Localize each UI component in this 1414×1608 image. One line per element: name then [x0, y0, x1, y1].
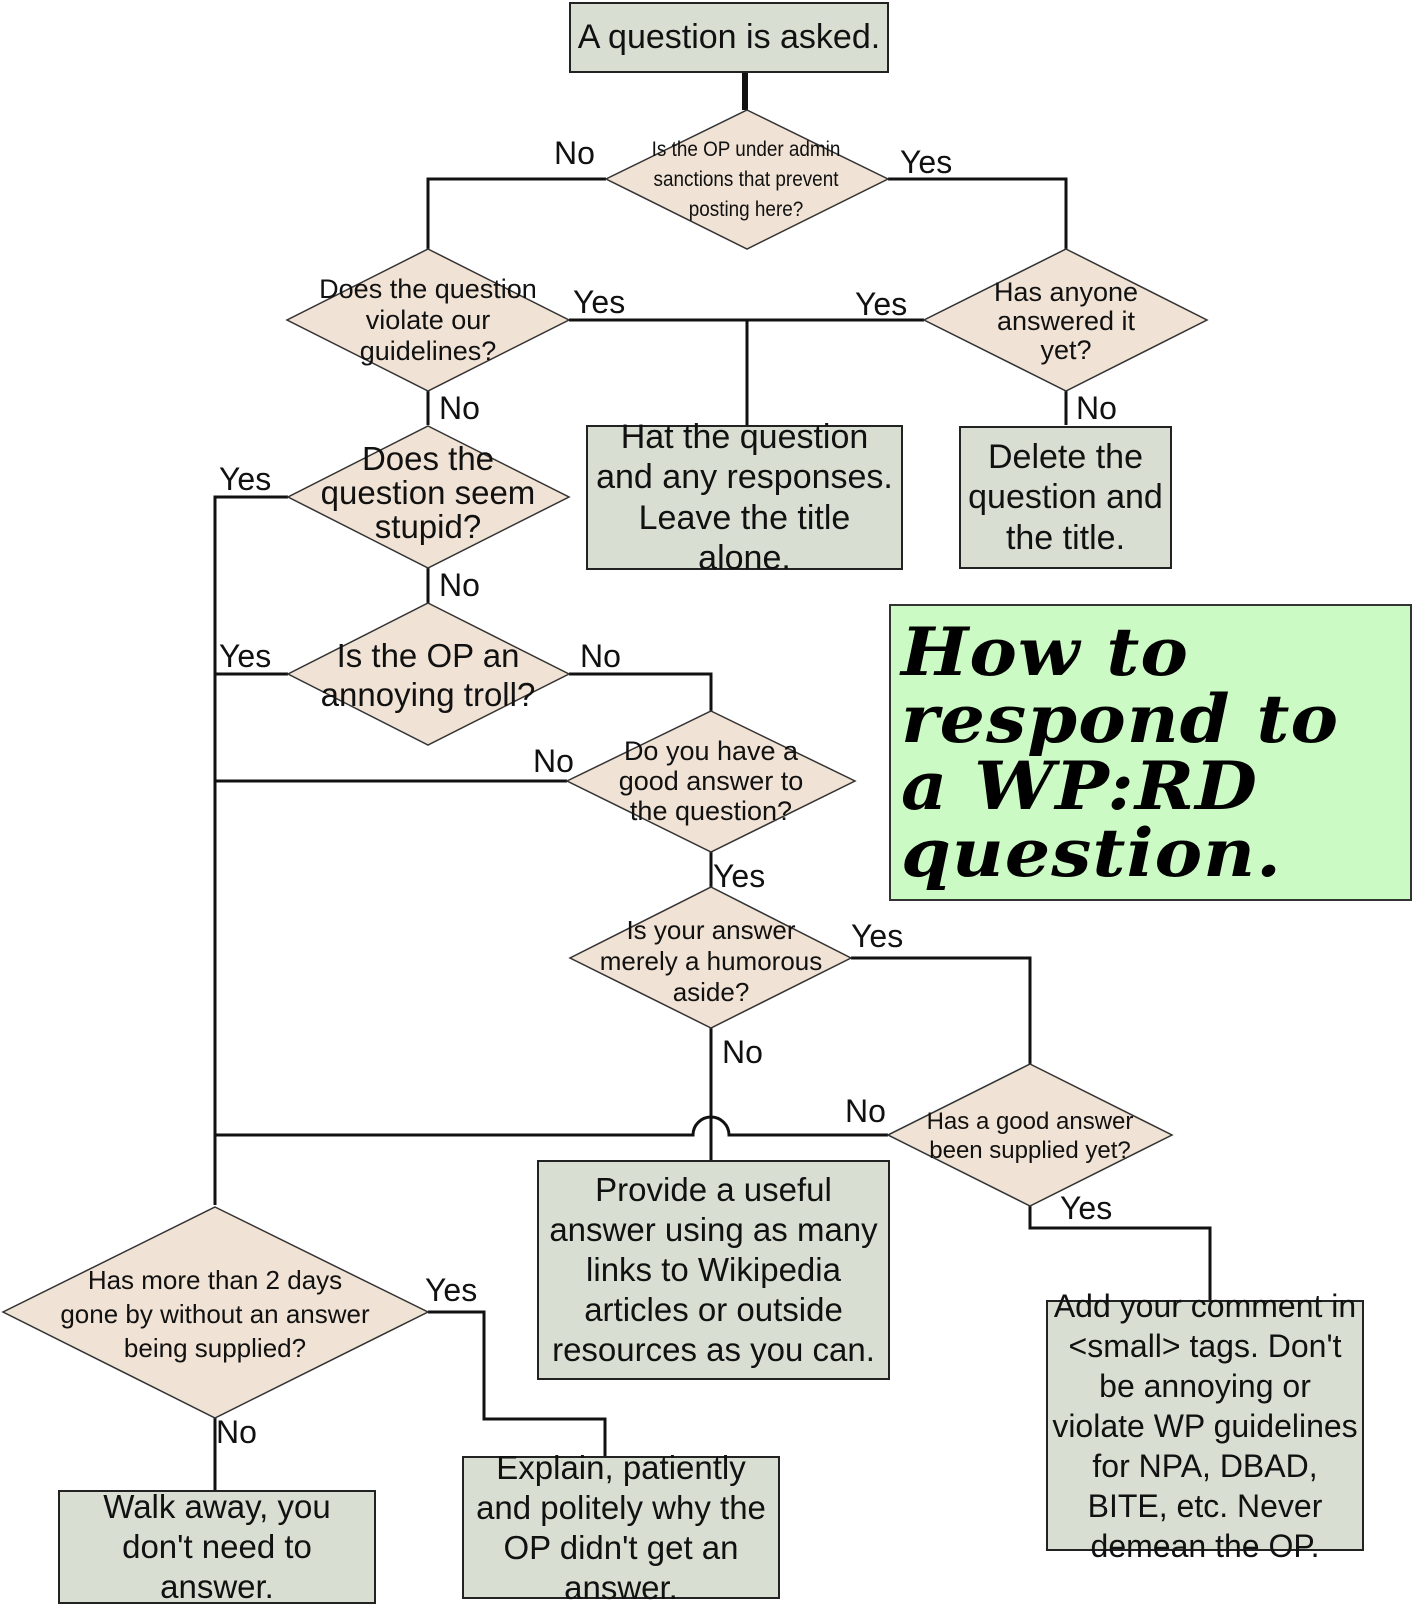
connector-stupid-yes	[213, 495, 288, 1205]
box-small-tags: Add your comment in <small> tags. Don't …	[1046, 1288, 1364, 1564]
decision-two-days-shape	[1, 1206, 430, 1419]
decision-sanctions-shape	[604, 109, 890, 250]
box-explain: Explain, patiently and politely why the …	[462, 1449, 780, 1606]
edge-label-answered-no: No	[1076, 390, 1117, 426]
connector-supplied-no	[215, 1115, 888, 1137]
decision-violate-shape	[285, 248, 571, 392]
title-panel: How to respond to a WP:RD question.	[889, 604, 1412, 901]
decision-stupid-text: Does the question seem stupid?	[308, 438, 548, 548]
edge-label-two-days-yes: Yes	[425, 1272, 478, 1308]
decision-answered-text: Has anyone answered it yet?	[970, 276, 1162, 366]
connector-two-days-yes	[428, 1310, 607, 1456]
edge-label-two-days-no: No	[216, 1414, 257, 1450]
edge-label-good-answer-no: No	[533, 743, 574, 779]
edge-label-stupid-no: No	[439, 567, 480, 603]
decision-humorous-text: Is your answer merely a humorous aside?	[590, 913, 832, 1009]
decision-sanctions-text: Is the OP under admin sanctions that pre…	[638, 130, 854, 230]
decision-good-answer-label: Do you have a good answer to the questio…	[618, 736, 804, 826]
edge-label-humorous-yes: Yes	[851, 918, 904, 954]
decision-humorous-shape	[568, 886, 853, 1029]
decision-answered-label: Has anyone answered it yet?	[993, 276, 1139, 365]
edge-label-sanctions-no: No	[554, 135, 595, 171]
decision-troll-label: Is the OP an annoying troll?	[320, 637, 536, 713]
decision-good-answer-shape	[565, 710, 857, 853]
box-walk-away-text: Walk away, you don't need to answer.	[103, 1488, 331, 1605]
connector-troll-no	[569, 672, 713, 711]
box-delete-question: Delete the question and the title.	[959, 426, 1172, 569]
edge-label-supplied-yes: Yes	[1060, 1190, 1113, 1226]
decision-stupid-shape	[286, 425, 571, 569]
edge-label-supplied-no: No	[845, 1093, 886, 1129]
box-question-asked: A question is asked.	[569, 2, 889, 73]
box-useful-answer: Provide a useful answer using as many li…	[537, 1160, 890, 1380]
edge-label-answered-yes: Yes	[855, 286, 908, 322]
box-walk-away: Walk away, you don't need to answer.	[58, 1488, 376, 1605]
box-hat-question-text: Hat the question and any responses. Leav…	[596, 418, 893, 577]
box-useful-answer-text: Provide a useful answer using as many li…	[549, 1171, 878, 1368]
decision-supplied-label: Has a good answer been supplied yet?	[926, 1108, 1134, 1164]
edge-label-humorous-no: No	[722, 1034, 763, 1070]
connector-sanctions-no	[426, 177, 606, 249]
decision-good-answer-text: Do you have a good answer to the questio…	[598, 733, 824, 829]
edge-label-violate-no: No	[439, 390, 480, 426]
decision-two-days-text: Has more than 2 days gone by without an …	[60, 1262, 370, 1366]
box-delete-question-text: Delete the question and the title.	[968, 438, 1163, 557]
connector-sanctions-yes	[888, 177, 1068, 249]
decision-supplied-text: Has a good answer been supplied yet?	[905, 1090, 1155, 1182]
edge-label-good-answer-yes: Yes	[713, 858, 766, 894]
decision-violate-text: Does the question violate our guidelines…	[318, 268, 538, 372]
decision-supplied-shape	[886, 1063, 1174, 1207]
connector-humorous-yes	[851, 956, 1032, 1064]
decision-troll-text: Is the OP an annoying troll?	[298, 615, 558, 735]
edge-label-sanctions-yes: Yes	[900, 144, 953, 180]
edge-label-troll-no: No	[580, 638, 621, 674]
decision-sanctions-label: Is the OP under admin sanctions that pre…	[651, 138, 841, 221]
decision-two-days-label: Has more than 2 days gone by without an …	[60, 1265, 370, 1363]
box-hat-question: Hat the question and any responses. Leav…	[586, 418, 903, 577]
edge-label-troll-yes: Yes	[219, 638, 272, 674]
connector-supplied-yes	[1028, 1206, 1212, 1300]
edge-label-stupid-yes: Yes	[219, 461, 272, 497]
box-question-asked-text: A question is asked.	[577, 18, 881, 57]
decision-stupid-label: Does the question seem stupid?	[320, 440, 536, 545]
box-explain-text: Explain, patiently and politely why the …	[476, 1448, 766, 1606]
decision-answered-shape	[922, 248, 1209, 392]
edge-label-violate-yes: Yes	[573, 284, 626, 320]
box-small-tags-text: Add your comment in <small> tags. Don't …	[1052, 1287, 1358, 1564]
diagram-title: How to respond to a WP:RD question.	[901, 612, 1340, 892]
decision-violate-label: Does the question violate our guidelines…	[319, 273, 537, 366]
decision-humorous-label: Is your answer merely a humorous aside?	[599, 914, 823, 1007]
decision-troll-shape	[286, 602, 571, 746]
